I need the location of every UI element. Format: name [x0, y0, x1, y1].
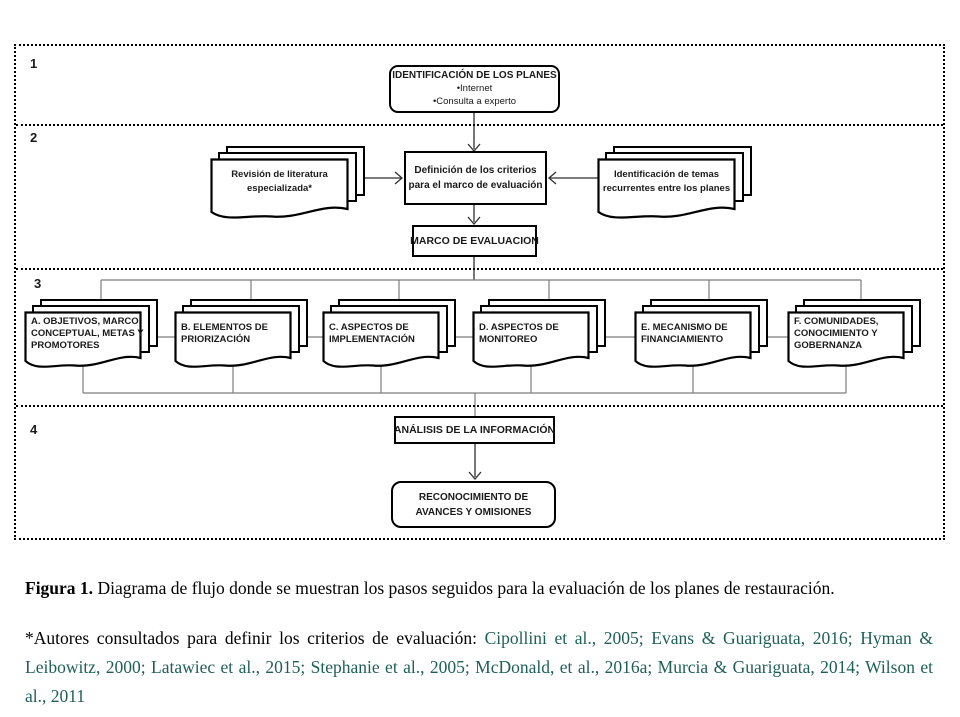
doc-stack-literature: Revisión de literatura especializada*	[210, 146, 365, 226]
document-shape	[472, 311, 590, 368]
document-shape	[24, 311, 142, 368]
criteria-definition-box: Definición de los criterios para el marc…	[404, 151, 547, 205]
doc-stack-b-label: B. ELEMENTOS DE PRIORIZACIÓN	[181, 322, 268, 345]
doc-stack-a-objetivos: A. OBJETIVOS, MARCO CONCEPTUAL, METAS Y …	[24, 299, 158, 377]
section-2-number: 2	[30, 130, 38, 145]
figure-caption-label: Figura 1.	[25, 577, 94, 598]
section-4-number: 4	[30, 422, 38, 437]
doc-stack-themes: Identificación de temas recurrentes entr…	[597, 146, 752, 226]
document-shape	[210, 158, 349, 219]
document-shape	[174, 311, 292, 368]
evaluation-framework-label: MARCO DE EVALUACION	[410, 235, 539, 247]
flow-diagram-figure: 1 2 3 4 IDENTIFICACIÓN DE LOS PLANES •In…	[14, 44, 945, 540]
criteria-line: Definición de los criterios	[414, 165, 537, 176]
section-divider	[16, 405, 943, 407]
doc-stack-b-priorizacion: B. ELEMENTOS DE PRIORIZACIÓN	[174, 299, 308, 377]
footnote-citations: Cipollini et al., 2005; Evans & Guarigua…	[25, 627, 933, 706]
document-shape	[597, 158, 736, 219]
identification-title: IDENTIFICACIÓN DE LOS PLANES	[392, 70, 557, 82]
doc-stack-themes-label: Identificación de temas recurrentes entr…	[602, 168, 731, 194]
doc-stack-literature-label: Revisión de literatura especializada*	[231, 168, 328, 194]
doc-stack-f-label: F. COMUNIDADES, CONOCIMIENTO Y GOBERNANZ…	[794, 316, 879, 351]
connector-lines	[82, 113, 862, 480]
section-1-number: 1	[30, 56, 38, 71]
doc-stack-d-label: D. ASPECTOS DE MONITOREO	[479, 322, 559, 345]
criteria-line: para el marco de evaluación	[408, 180, 543, 191]
section-divider	[16, 268, 943, 270]
recognition-line: RECONOCIMIENTO DE	[418, 491, 529, 503]
doc-stack-f-gobernanza: F. COMUNIDADES, CONOCIMIENTO Y GOBERNANZ…	[787, 299, 921, 377]
doc-stack-e-label: E. MECANISMO DE FINANCIAMIENTO	[641, 322, 728, 345]
section-divider	[16, 124, 943, 126]
recognition-line: AVANCES Y OMISIONES	[415, 506, 532, 518]
identification-box: IDENTIFICACIÓN DE LOS PLANES •Internet •…	[389, 65, 560, 113]
analysis-label: ANÁLISIS DE LA INFORMACIÓN	[393, 424, 556, 436]
bullet-expert: •Consulta a experto	[432, 95, 517, 107]
recognition-box: RECONOCIMIENTO DE AVANCES Y OMISIONES	[391, 481, 556, 528]
document-shape	[787, 311, 905, 368]
doc-stack-a-label: A. OBJETIVOS, MARCO CONCEPTUAL, METAS Y …	[31, 316, 144, 351]
doc-stack-c-label: C. ASPECTOS DE IMPLEMENTACIÓN	[329, 322, 415, 345]
figure-caption: Figura 1. Diagrama de flujo donde se mue…	[25, 578, 937, 599]
document-shape	[634, 311, 752, 368]
figure-caption-text: Diagrama de flujo donde se muestran los …	[93, 577, 835, 598]
evaluation-framework-box: MARCO DE EVALUACION	[410, 225, 539, 257]
section-3-number: 3	[34, 276, 42, 291]
bullet-internet: •Internet	[456, 82, 493, 94]
document-shape	[322, 311, 440, 368]
doc-stack-e-financiamiento: E. MECANISMO DE FINANCIAMIENTO	[634, 299, 768, 377]
analysis-box: ANÁLISIS DE LA INFORMACIÓN	[394, 416, 555, 444]
authors-footnote: *Autores consultados para definir los cr…	[25, 624, 933, 711]
doc-stack-d-monitoreo: D. ASPECTOS DE MONITOREO	[472, 299, 606, 377]
footnote-intro: *Autores consultados para definir los cr…	[25, 627, 485, 648]
doc-stack-c-implementacion: C. ASPECTOS DE IMPLEMENTACIÓN	[322, 299, 456, 377]
